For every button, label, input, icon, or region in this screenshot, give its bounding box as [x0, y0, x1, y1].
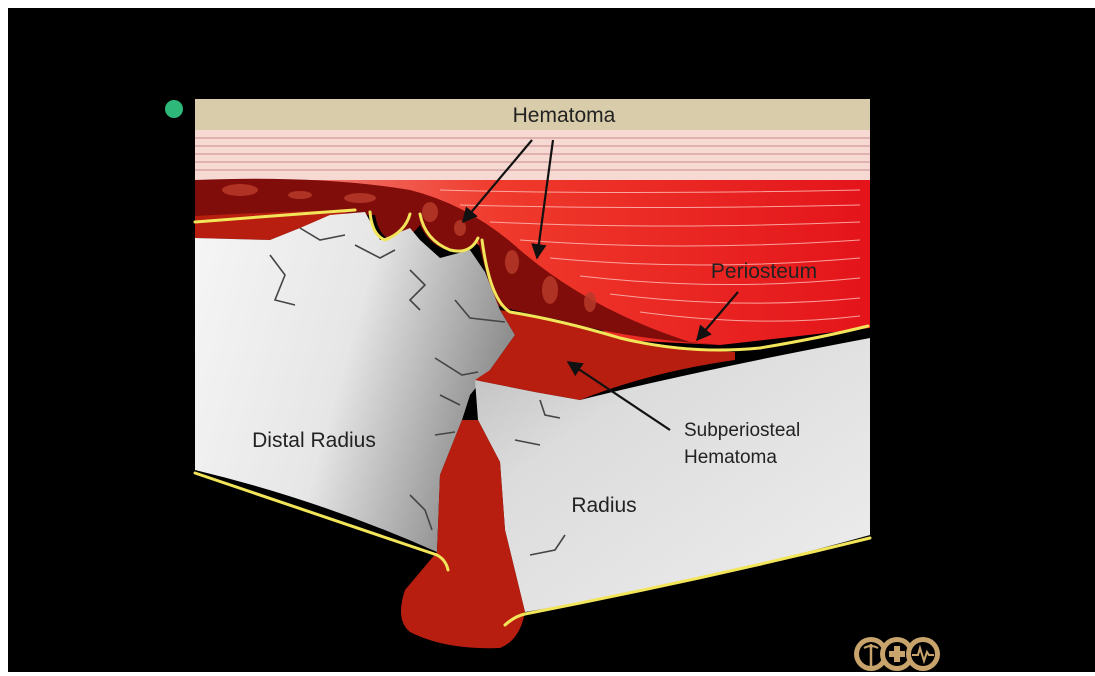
periosteum-label: Periosteum [711, 260, 817, 283]
subcutaneous-layer [195, 130, 870, 180]
subperiosteal-label-line2: Hematoma [684, 447, 777, 468]
subperiosteal-label-line1: Subperiosteal [684, 420, 800, 441]
hematoma-label: Hematoma [513, 104, 616, 127]
logo [854, 637, 940, 671]
radius-label: Radius [571, 494, 636, 517]
heartbeat-icon [906, 637, 940, 671]
distal-radius-label: Distal Radius [252, 429, 376, 452]
green-dot-icon [165, 100, 183, 118]
